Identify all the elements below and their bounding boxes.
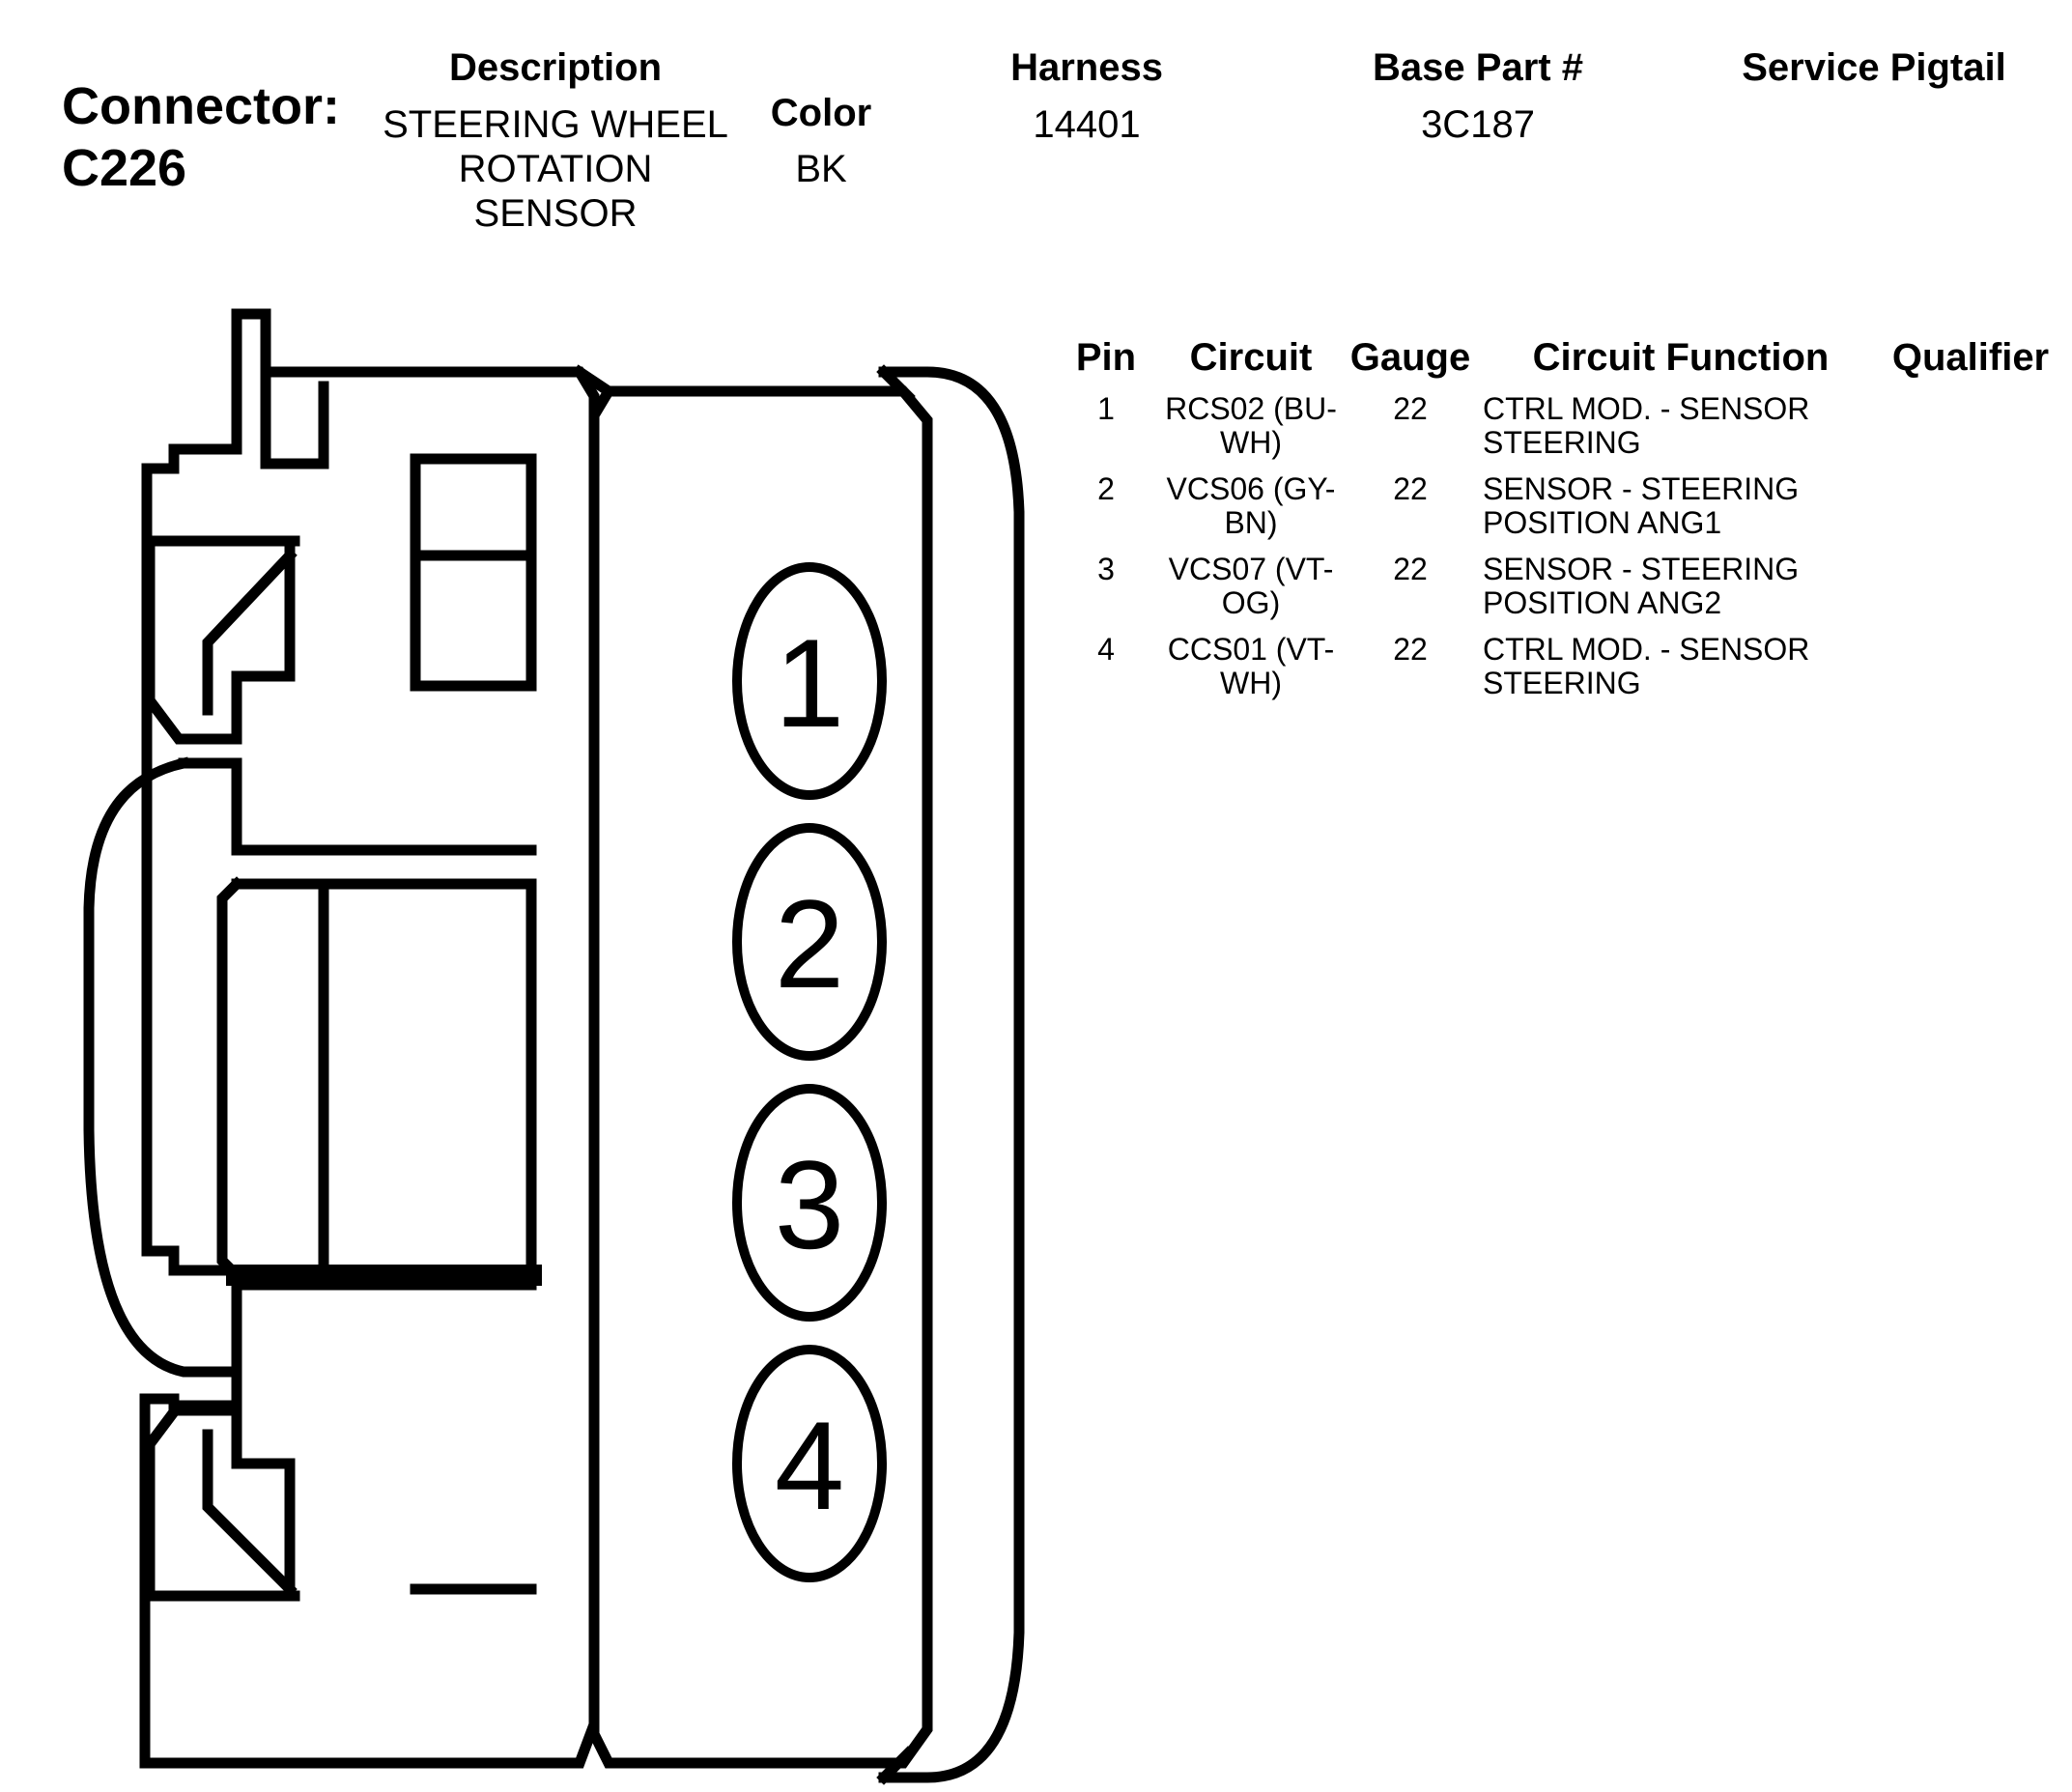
pin-3: 3 (732, 1084, 887, 1322)
pin-face-top-corner (572, 364, 616, 399)
base-part-header: Base Part # (1373, 46, 1583, 89)
col-header-pin: Pin (1075, 336, 1137, 379)
row-3-pin: 3 (1097, 552, 1115, 586)
row-1-function: CTRL MOD. - SENSOR STEERING (1483, 392, 1888, 460)
description-header: Description (448, 46, 663, 89)
top-latch (144, 545, 296, 745)
pin-2-label: 2 (775, 873, 844, 1014)
pin-4-label: 4 (775, 1395, 844, 1536)
description-line-2: ROTATION (458, 148, 653, 190)
harness-header: Harness (1010, 46, 1163, 89)
description-line-3: SENSOR (473, 192, 638, 235)
base-part-value: 3C187 (1421, 103, 1535, 146)
row-2-circuit-line-1: VCS06 (GY- (1166, 471, 1336, 506)
row-2-gauge: 22 (1393, 471, 1428, 506)
col-header-gauge: Gauge (1349, 336, 1471, 379)
pin-1-label: 1 (775, 612, 844, 754)
pin-2-circle (732, 823, 887, 1061)
connector-id: C226 (62, 139, 187, 197)
bottom-latch-diagonal (202, 1429, 298, 1597)
row-2-circuit-line-2: BN) (1224, 505, 1278, 540)
row-4-circuit-line-2: WH) (1220, 666, 1282, 700)
row-4-circuit-line-1: CCS01 (VT- (1167, 632, 1335, 667)
lock-bump (83, 756, 242, 1378)
pin-4-circle (732, 1345, 887, 1582)
center-window (231, 878, 537, 1291)
description-value: STEERING WHEEL ROTATION SENSOR (367, 102, 744, 236)
bottom-latch (144, 1400, 296, 1600)
pin-2: 2 (732, 823, 887, 1061)
row-1-pin: 1 (1097, 391, 1115, 426)
row-3-function-line-2: POSITION ANG2 (1483, 585, 1722, 620)
row-3-gauge: 22 (1393, 552, 1428, 586)
row-2-pin: 2 (1097, 471, 1115, 506)
pin-3-label: 3 (775, 1134, 844, 1275)
pin-3-circle (732, 1084, 887, 1322)
col-header-qualifier: Qualifier (1891, 336, 2050, 379)
row-2-circuit: VCS06 (GY- BN) (1154, 472, 1348, 540)
row-1-circuit: RCS02 (BU- WH) (1154, 392, 1348, 460)
color-header: Color (770, 92, 872, 134)
row-4-pin: 4 (1097, 632, 1115, 667)
row-2-function-line-1: SENSOR - STEERING (1483, 471, 1800, 506)
row-2-function: SENSOR - STEERING POSITION ANG1 (1483, 472, 1888, 540)
pin-1: 1 (732, 562, 887, 800)
connector-label-text: Connector: (62, 77, 340, 135)
service-pigtail-header: Service Pigtail (1742, 46, 2006, 89)
right-cap (878, 366, 1025, 1783)
connector-label: Connector: C226 (62, 75, 340, 199)
center-window-inner-left (216, 876, 244, 1283)
row-3-function-line-1: SENSOR - STEERING (1483, 552, 1800, 586)
row-4-function-line-1: CTRL MOD. - SENSOR (1483, 632, 1810, 667)
row-2-function-line-2: POSITION ANG1 (1483, 505, 1722, 540)
color-value: BK (795, 148, 847, 190)
col-header-circuit-function: Circuit Function (1532, 336, 1830, 379)
pin-4: 4 (732, 1345, 887, 1582)
right-cap-bottom-link (876, 1746, 916, 1785)
description-line-1: STEERING WHEEL (383, 103, 728, 146)
harness-value: 14401 (1033, 103, 1141, 146)
row-4-function: CTRL MOD. - SENSOR STEERING (1483, 633, 1888, 700)
pin-1-circle (732, 562, 887, 800)
row-3-function: SENSOR - STEERING POSITION ANG2 (1483, 553, 1888, 620)
right-cap-top-link (876, 364, 916, 404)
row-4-circuit: CCS01 (VT- WH) (1154, 633, 1348, 700)
key-slot (410, 453, 537, 692)
row-1-gauge: 22 (1393, 391, 1428, 426)
row-4-function-line-2: STEERING (1483, 666, 1641, 700)
row-1-circuit-line-2: WH) (1220, 425, 1282, 460)
row-3-circuit-line-2: OG) (1221, 585, 1281, 620)
row-1-function-line-1: CTRL MOD. - SENSOR (1483, 391, 1810, 426)
row-1-function-line-2: STEERING (1483, 425, 1641, 460)
row-3-circuit: VCS07 (VT- OG) (1154, 553, 1348, 620)
lock-bump-top (178, 757, 242, 856)
col-header-circuit: Circuit (1189, 336, 1313, 379)
row-1-circuit-line-1: RCS02 (BU- (1165, 391, 1337, 426)
row-3-circuit-line-1: VCS07 (VT- (1168, 552, 1334, 586)
row-4-gauge: 22 (1393, 632, 1428, 667)
top-latch-diagonal (202, 548, 298, 716)
top-tab (260, 366, 329, 469)
